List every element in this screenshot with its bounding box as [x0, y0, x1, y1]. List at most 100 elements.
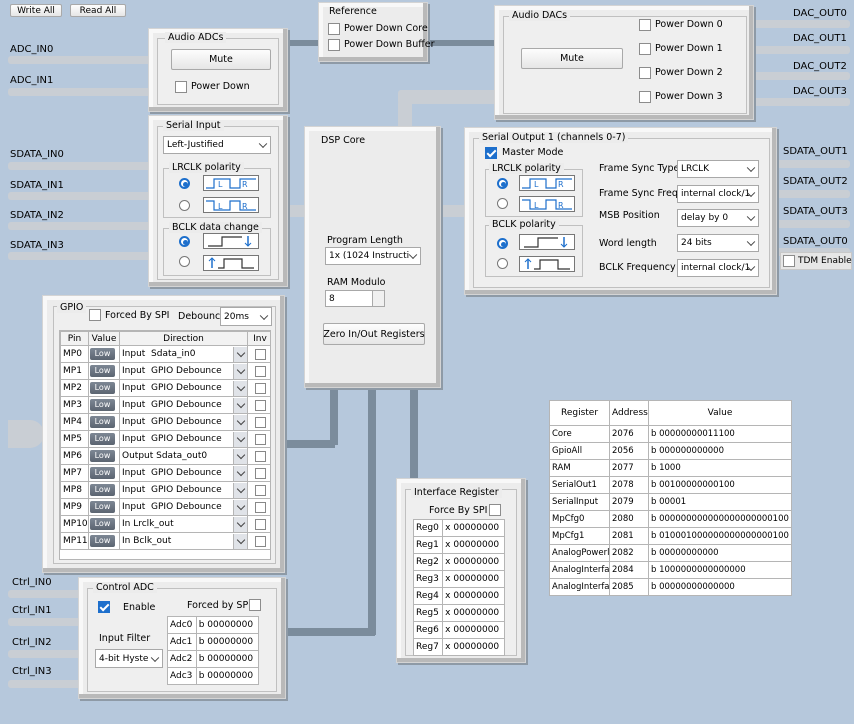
- gpio-direction-select[interactable]: Input GPIO Debounce: [121, 482, 247, 498]
- gpio-value-button[interactable]: Low: [90, 433, 115, 445]
- spinner-arrows-icon[interactable]: [372, 291, 384, 306]
- chevron-down-icon[interactable]: [233, 516, 247, 532]
- gpio-value-button[interactable]: Low: [90, 467, 115, 479]
- gpio-value-button[interactable]: Low: [90, 348, 115, 360]
- out-bclk-waveform-icon-1: [519, 234, 575, 250]
- reg-value[interactable]: x 00000000: [442, 587, 505, 605]
- chevron-down-icon[interactable]: [233, 499, 247, 515]
- gpio-inv-checkbox[interactable]: [254, 416, 266, 428]
- read-all-button[interactable]: Read All: [70, 4, 126, 17]
- gpio-inv-checkbox[interactable]: [254, 382, 266, 394]
- power-down-3-checkbox[interactable]: [639, 91, 651, 103]
- gpio-direction-select[interactable]: In Bclk_out: [121, 533, 247, 549]
- out-lrclk-radio-2[interactable]: [497, 198, 508, 209]
- reg-value[interactable]: x 00000000: [442, 638, 505, 656]
- lrclk-polarity-radio-2[interactable]: [179, 200, 190, 211]
- gpio-value-button[interactable]: Low: [90, 450, 115, 462]
- gpio-direction-select[interactable]: Input GPIO Debounce: [121, 397, 247, 413]
- power-down-buffer-checkbox[interactable]: [328, 39, 340, 51]
- gpio-value-button[interactable]: Low: [90, 484, 115, 496]
- gpio-forced-by-spi-checkbox[interactable]: [89, 309, 101, 321]
- adc-mute-button[interactable]: Mute: [171, 49, 271, 70]
- gpio-direction-select[interactable]: Input GPIO Debounce: [121, 380, 247, 396]
- chevron-down-icon[interactable]: [233, 346, 247, 362]
- gpio-value-button[interactable]: Low: [90, 518, 115, 530]
- gpio-value-button[interactable]: Low: [90, 399, 115, 411]
- tdm-enable-checkbox[interactable]: [783, 255, 795, 267]
- reg-value[interactable]: x 00000000: [442, 553, 505, 571]
- reg-value[interactable]: x 00000000: [442, 519, 505, 537]
- gpio-direction-cell: Input Sdata_in0: [119, 345, 248, 363]
- bclk-change-radio-2[interactable]: [179, 256, 190, 267]
- reg-value[interactable]: x 00000000: [442, 621, 505, 639]
- chevron-down-icon[interactable]: [233, 397, 247, 413]
- adc-power-down-checkbox[interactable]: [175, 81, 187, 93]
- gpio-inv-checkbox[interactable]: [254, 518, 266, 530]
- debounce-select[interactable]: 20ms: [220, 307, 272, 326]
- chevron-down-icon[interactable]: [233, 380, 247, 396]
- chevron-down-icon[interactable]: [233, 414, 247, 430]
- gpio-value-button[interactable]: Low: [90, 535, 115, 547]
- gpio-inv-checkbox[interactable]: [254, 433, 266, 445]
- chevron-down-icon[interactable]: [233, 533, 247, 549]
- gpio-direction-select[interactable]: Input GPIO Debounce: [121, 499, 247, 515]
- gpio-inv-checkbox[interactable]: [254, 535, 266, 547]
- gpio-inv-checkbox[interactable]: [254, 467, 266, 479]
- gpio-direction-select[interactable]: Output Sdata_out0: [121, 448, 247, 464]
- dac-mute-button[interactable]: Mute: [521, 48, 623, 69]
- chevron-down-icon[interactable]: [233, 448, 247, 464]
- reg-value[interactable]: x 00000000: [442, 570, 505, 588]
- gpio-inv-checkbox[interactable]: [254, 501, 266, 513]
- out-bclk-radio-1[interactable]: [497, 238, 508, 249]
- reg-value[interactable]: x 00000000: [442, 604, 505, 622]
- zero-registers-button[interactable]: Zero In/Out Registers: [323, 323, 425, 345]
- gpio-direction-select[interactable]: Input GPIO Debounce: [121, 465, 247, 481]
- gpio-direction-select[interactable]: Input GPIO Debounce: [121, 363, 247, 379]
- gpio-inv-checkbox[interactable]: [254, 484, 266, 496]
- gpio-inv-checkbox[interactable]: [254, 450, 266, 462]
- gpio-direction-select[interactable]: In Lrclk_out: [121, 516, 247, 532]
- out-bclk-radio-2[interactable]: [497, 258, 508, 269]
- chevron-down-icon[interactable]: [233, 482, 247, 498]
- word-length-select[interactable]: 24 bits: [677, 234, 759, 252]
- ram-modulo-spinner[interactable]: 8: [325, 290, 385, 307]
- gpio-value-button[interactable]: Low: [90, 365, 115, 377]
- power-down-0-checkbox[interactable]: [639, 19, 651, 31]
- gpio-value-button[interactable]: Low: [90, 416, 115, 428]
- out-lrclk-radio-1[interactable]: [497, 178, 508, 189]
- frame-sync-type-select[interactable]: LRCLK: [677, 160, 759, 178]
- gpio-direction-select[interactable]: Input GPIO Debounce: [121, 431, 247, 447]
- msb-position-select[interactable]: delay by 0: [677, 209, 759, 227]
- chevron-down-icon[interactable]: [233, 363, 247, 379]
- frame-sync-freq-select[interactable]: internal clock/1: [677, 185, 759, 203]
- reg-value[interactable]: x 00000000: [442, 536, 505, 554]
- gpio-value-button[interactable]: Low: [90, 501, 115, 513]
- gpio-value-button[interactable]: Low: [90, 382, 115, 394]
- register-name: SerialOut1: [549, 476, 610, 494]
- control-adc-forced-by-spi-checkbox[interactable]: [249, 599, 261, 611]
- power-down-2-checkbox[interactable]: [639, 67, 651, 79]
- power-down-core-checkbox[interactable]: [328, 23, 340, 35]
- force-by-spi-checkbox[interactable]: [489, 504, 501, 516]
- bclk-frequency-select[interactable]: internal clock/1: [677, 259, 759, 277]
- serial-format-select[interactable]: Left-Justified: [163, 136, 271, 154]
- write-all-button[interactable]: Write All: [10, 4, 62, 17]
- gpio-inv-checkbox[interactable]: [254, 365, 266, 377]
- chevron-down-icon[interactable]: [233, 465, 247, 481]
- program-length-select[interactable]: 1x (1024 Instructi: [325, 247, 421, 265]
- bclk-change-radio-1[interactable]: [179, 236, 190, 247]
- adc-name: Adc3: [167, 667, 197, 685]
- gpio-direction-cell: In Bclk_out: [119, 532, 248, 550]
- gpio-direction-select[interactable]: Input Sdata_in0: [121, 346, 247, 362]
- chevron-down-icon[interactable]: [233, 431, 247, 447]
- input-filter-select[interactable]: 4-bit Hyste: [95, 649, 163, 668]
- master-mode-checkbox[interactable]: [485, 147, 497, 159]
- gpio-direction-select[interactable]: Input GPIO Debounce: [121, 414, 247, 430]
- gpio-inv-checkbox[interactable]: [254, 399, 266, 411]
- power-down-1-checkbox[interactable]: [639, 43, 651, 55]
- gpio-inv-checkbox[interactable]: [254, 348, 266, 360]
- control-adc-enable-checkbox[interactable]: [98, 601, 110, 613]
- lrclk-polarity-radio-1[interactable]: [179, 178, 190, 189]
